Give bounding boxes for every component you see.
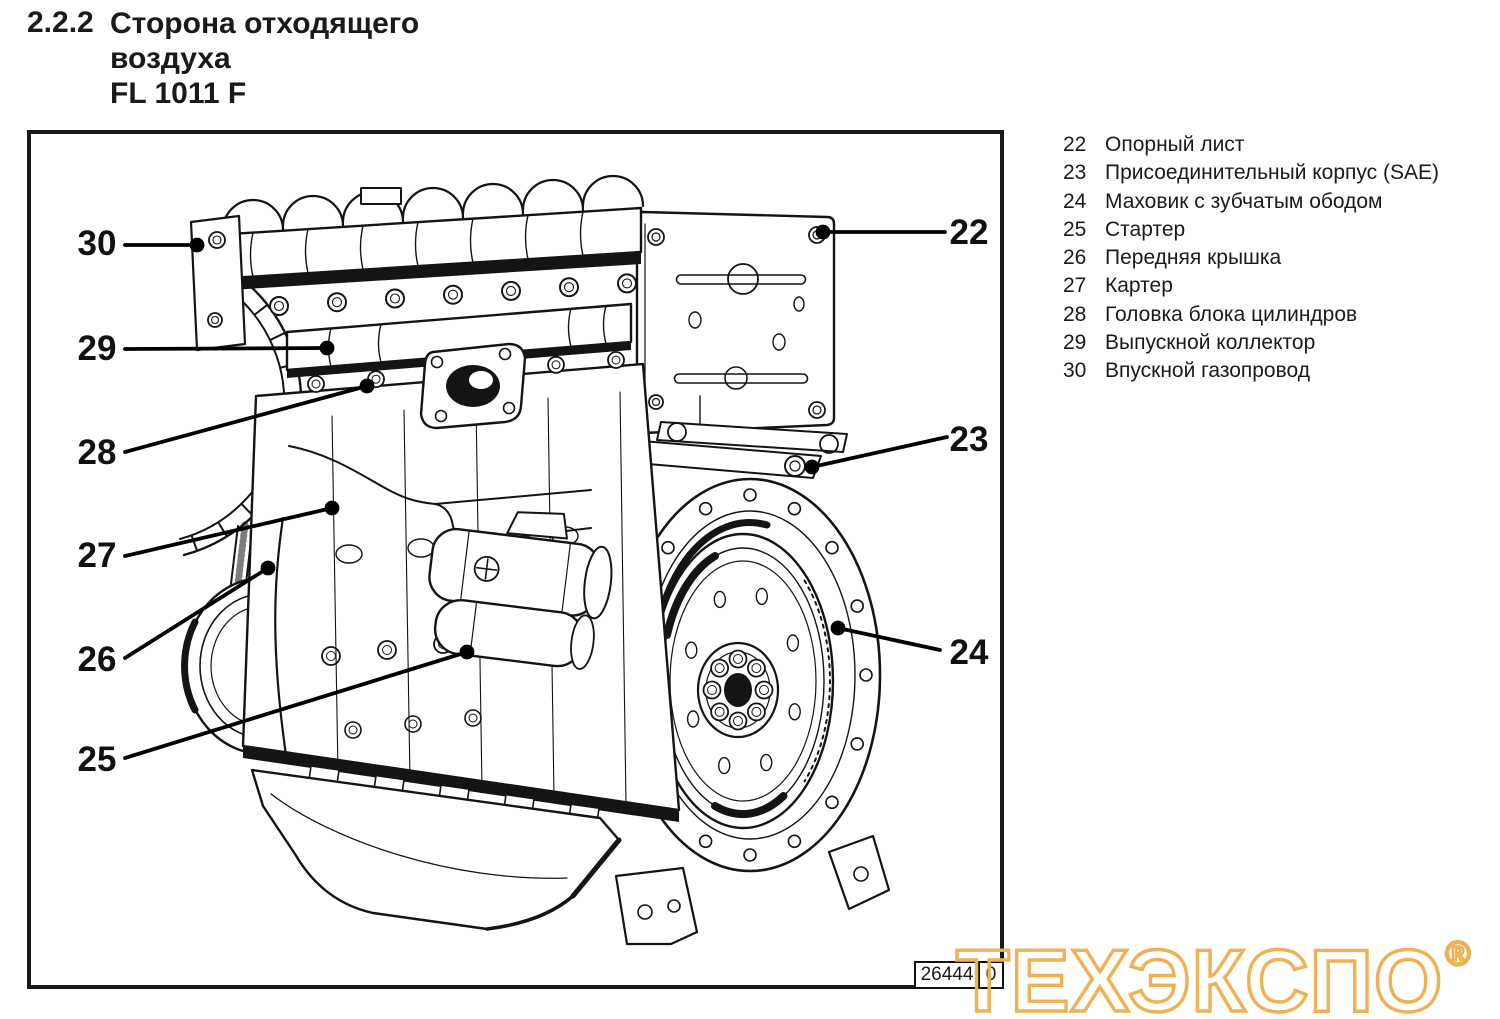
- drawing-number-box: 26444 0: [914, 961, 1004, 989]
- legend-item-label: Опорный лист: [1105, 133, 1245, 156]
- legend-item-label: Стартер: [1105, 217, 1186, 241]
- callout-24: 24: [949, 633, 989, 672]
- legend-item-label: Передняя крышка: [1105, 246, 1282, 270]
- legend-item: 28 Головка блока цилиндров: [1063, 301, 1439, 329]
- watermark-techexpo: ТЕХЭКСПО®: [954, 929, 1472, 1019]
- registered-trademark-icon: ®: [1444, 934, 1472, 974]
- title-line-1: Сторона отходящего: [110, 7, 420, 40]
- legend-item-label: Впускной газопровод: [1105, 359, 1311, 383]
- legend-item-number: 25: [1063, 217, 1087, 241]
- parts-legend: 22 Опорный лист 23 Присоединительный корпу…: [1063, 131, 1439, 386]
- legend-item-number: 26: [1063, 246, 1087, 270]
- section-title: Сторона отходящего воздуха FL 1011 F: [110, 6, 419, 111]
- watermark-text: ТЕХЭКСПО: [954, 929, 1444, 1019]
- section-number: 2.2.2: [27, 6, 94, 39]
- section-heading: 2.2.2 Сторона отходящего воздуха FL 1011…: [27, 6, 419, 111]
- callout-22: 22: [949, 213, 989, 252]
- callout-23: 23: [949, 420, 989, 459]
- callout-25: 25: [77, 740, 117, 779]
- engine-line-drawing: [123, 174, 949, 946]
- legend-item: 29 Выпускной коллектор: [1063, 329, 1439, 357]
- legend-item: 23 Присоединительный корпус (SAE): [1063, 159, 1439, 187]
- legend-item-number: 24: [1063, 189, 1087, 213]
- legend-item: 24 Маховик с зубчатым ободом: [1063, 188, 1439, 216]
- leader-lines: [123, 224, 949, 760]
- legend-item-label: Выпускной коллектор: [1105, 331, 1316, 355]
- legend-item: 25 Стартер: [1063, 216, 1439, 244]
- legend-item-label: Присоединительный корпус (SAE): [1105, 161, 1440, 185]
- legend-item: 22 Опорный лист: [1063, 131, 1439, 159]
- legend-item: 26 Передняя крышка: [1063, 244, 1439, 272]
- legend-item-label: Маховик с зубчатым ободом: [1105, 189, 1383, 213]
- oil-pan: [250, 768, 622, 931]
- flywheel: [614, 532, 891, 946]
- legend-item-number: 28: [1063, 302, 1087, 326]
- callout-28: 28: [77, 433, 117, 472]
- callout-27: 27: [77, 536, 117, 575]
- callout-26: 26: [77, 640, 117, 679]
- legend-item-label: Картер: [1105, 274, 1173, 298]
- legend-item: 27 Картер: [1063, 272, 1439, 300]
- callout-30: 30: [77, 224, 117, 263]
- title-line-3: FL 1011 F: [110, 77, 247, 110]
- legend-item-number: 23: [1063, 161, 1087, 185]
- legend-item-number: 29: [1063, 331, 1087, 355]
- cylinder-head: [189, 174, 645, 430]
- legend-item-number: 22: [1063, 133, 1087, 156]
- legend-item-number: 30: [1063, 359, 1087, 383]
- drawing-revision: 0: [980, 961, 1004, 989]
- title-line-2: воздуха: [110, 42, 231, 75]
- legend-item-number: 27: [1063, 274, 1087, 298]
- figure-frame: [27, 130, 1004, 989]
- callout-29: 29: [77, 329, 117, 368]
- legend-item-label: Головка блока цилиндров: [1105, 302, 1358, 326]
- drawing-number: 26444: [914, 961, 980, 989]
- support-plate: [635, 210, 836, 435]
- legend-item: 30 Впускной газопровод: [1063, 357, 1439, 385]
